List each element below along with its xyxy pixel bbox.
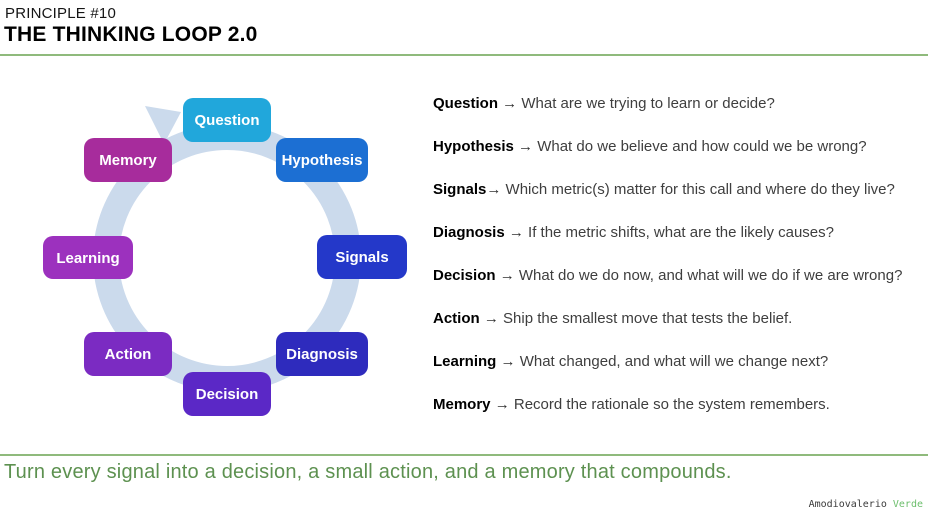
node-learning-label: Learning: [56, 250, 119, 267]
node-action-label: Action: [105, 346, 152, 363]
node-hypothesis: Hypothesis: [276, 138, 368, 182]
legend: Question → What are we trying to learn o…: [433, 96, 927, 440]
node-hypothesis-box: [276, 138, 368, 182]
legend-term: Question: [433, 95, 499, 112]
node-decision-label: Decision: [196, 386, 259, 403]
legend-item-learning: Learning → What changed, and what will w…: [433, 354, 927, 370]
node-diagnosis-label: Diagnosis: [286, 346, 358, 363]
arrow-glyph: →: [490, 396, 514, 413]
node-diagnosis: Diagnosis: [276, 332, 368, 376]
arrow-glyph: →: [504, 224, 529, 241]
header-divider: [0, 54, 928, 56]
node-decision-box: [183, 372, 271, 416]
tagline: Turn every signal into a decision, a sma…: [4, 461, 732, 483]
footer-credit: Amodiovalerio Verde: [809, 499, 923, 510]
node-signals: Signals: [317, 235, 407, 279]
arrow-glyph: →: [495, 267, 519, 284]
legend-term: Hypothesis: [433, 138, 514, 155]
node-memory: Memory: [84, 138, 172, 182]
node-hypothesis-label: Hypothesis: [282, 152, 363, 169]
node-signals-box: [317, 235, 407, 279]
node-diagnosis-box: [276, 332, 368, 376]
loop-arrow-icon: [145, 106, 181, 144]
legend-desc: What do we believe and how could we be w…: [537, 138, 867, 155]
legend-desc: If the metric shifts, what are the likel…: [528, 224, 834, 241]
footer-brand: Verde: [892, 499, 923, 510]
legend-desc: What are we trying to learn or decide?: [521, 95, 775, 112]
legend-desc: Record the rationale so the system remem…: [513, 396, 830, 413]
node-question: Question: [183, 98, 271, 142]
legend-item-diagnosis: Diagnosis → If the metric shifts, what a…: [433, 225, 927, 241]
slide-title: THE THINKING LOOP 2.0: [4, 23, 258, 46]
slide-kicker: PRINCIPLE #10: [5, 5, 116, 22]
legend-desc: What changed, and what will we change ne…: [519, 353, 829, 370]
legend-term: Diagnosis: [433, 224, 505, 241]
node-action-box: [84, 332, 172, 376]
thinking-loop-diagram: Question Hypothesis Signals Diagnosis De…: [43, 98, 407, 416]
legend-desc: What do we do now, and what will we do i…: [518, 267, 903, 284]
legend-term: Memory: [433, 396, 491, 413]
node-memory-box: [84, 138, 172, 182]
node-memory-label: Memory: [99, 152, 157, 169]
legend-desc: Which metric(s) matter for this call and…: [505, 181, 895, 198]
legend-item-signals: Signals→ Which metric(s) matter for this…: [433, 182, 927, 198]
legend-item-action: Action → Ship the smallest move that tes…: [433, 311, 927, 327]
legend-item-memory: Memory → Record the rationale so the sys…: [433, 397, 927, 413]
legend-term: Action: [433, 310, 480, 327]
node-learning-box: [43, 236, 133, 279]
node-learning: Learning: [43, 236, 133, 279]
footer-author: Amodiovalerio: [808, 499, 893, 510]
legend-item-question: Question → What are we trying to learn o…: [433, 96, 927, 112]
legend-item-hypothesis: Hypothesis → What do we believe and how …: [433, 139, 927, 155]
node-question-box: [183, 98, 271, 142]
arrow-glyph: →: [486, 181, 506, 198]
node-action: Action: [84, 332, 172, 376]
node-question-label: Question: [194, 112, 259, 129]
arrow-glyph: →: [513, 138, 538, 155]
footer-divider: [0, 454, 928, 456]
legend-term: Signals: [433, 181, 487, 198]
legend-item-decision: Decision → What do we do now, and what w…: [433, 268, 927, 284]
arrow-glyph: →: [479, 310, 504, 327]
node-signals-label: Signals: [335, 249, 388, 266]
arrow-glyph: →: [496, 353, 520, 370]
legend-term: Learning: [433, 353, 497, 370]
legend-desc: Ship the smallest move that tests the be…: [503, 310, 793, 327]
legend-term: Decision: [433, 267, 496, 284]
arrow-glyph: →: [498, 95, 522, 112]
node-decision: Decision: [183, 372, 271, 416]
